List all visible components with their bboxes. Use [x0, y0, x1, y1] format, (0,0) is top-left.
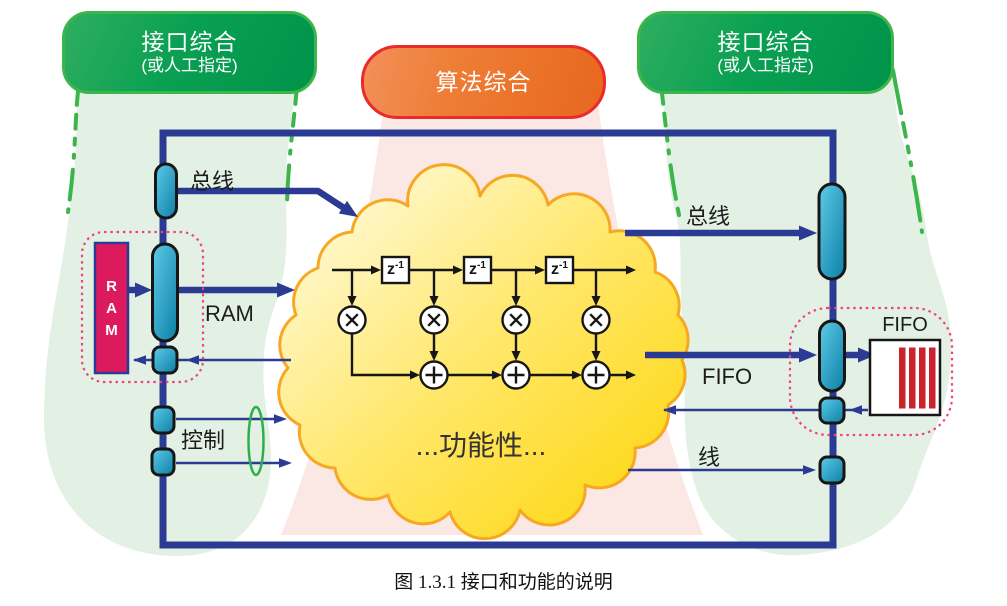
delay-blocks	[380, 255, 575, 285]
fifo-group-outline	[788, 306, 954, 437]
ram-block	[93, 241, 130, 375]
ram-label: RAM	[205, 301, 254, 326]
delay-exponent: -1	[477, 260, 486, 271]
thick-arrows	[128, 187, 859, 359]
ram-letter: A	[106, 299, 117, 317]
banner-title: 算法综合	[435, 68, 532, 95]
right-green-beam	[660, 50, 952, 556]
fir-filter-diagram	[332, 268, 626, 377]
thin-arrowheads	[133, 355, 862, 475]
delay-exponent: -1	[559, 260, 568, 271]
bus-label-right: 总线	[686, 204, 731, 229]
port-fifo-return	[818, 396, 846, 425]
delay-base: z	[551, 260, 560, 278]
filter-arrowheads	[347, 265, 636, 380]
interface-synthesis-banner-left: 接口综合 (或人工指定)	[62, 11, 317, 94]
control-bundle-ellipse	[247, 405, 265, 477]
bus-label-left: 总线	[190, 169, 235, 194]
delay-base: z	[387, 260, 396, 278]
figure-caption: 图 1.3.1 接口和功能的说明	[394, 572, 613, 593]
delay-block-label: z-1	[464, 256, 491, 283]
banner-title: 接口综合	[717, 29, 814, 55]
ram-letter: M	[105, 321, 118, 339]
multiplier-icon	[337, 305, 611, 335]
functionality-label: ...功能性...	[415, 430, 547, 461]
banner-subtitle: (或人工指定)	[717, 56, 814, 75]
fifo-label: FIFO	[702, 364, 753, 389]
port-ram	[151, 242, 179, 343]
fifo-stripes	[899, 347, 936, 409]
delay-exponent: -1	[395, 260, 404, 271]
banner-subtitle: (或人工指定)	[141, 56, 238, 75]
ram-group-outline	[80, 230, 205, 384]
interface-synthesis-banner-right: 接口综合 (或人工指定)	[637, 11, 894, 94]
delay-block-label: z-1	[382, 256, 409, 283]
control-label: 控制	[181, 428, 226, 453]
port-control-1	[150, 405, 176, 435]
thick-arrowheads	[135, 200, 876, 363]
ram-block-letters: R A M	[95, 243, 128, 373]
port-bus-left	[154, 162, 178, 220]
port-connectors	[150, 162, 847, 485]
fifo-block-label: FIFO	[882, 314, 928, 336]
delay-base: z	[469, 260, 478, 278]
banner-title: 接口综合	[141, 29, 238, 55]
port-wire	[818, 455, 846, 485]
port-control-2	[150, 447, 176, 477]
port-fifo	[818, 319, 846, 393]
port-ram-return	[151, 345, 179, 375]
adder-icon	[419, 360, 611, 390]
port-bus-right	[817, 182, 847, 281]
ram-letter: R	[106, 277, 117, 295]
delay-block-label: z-1	[546, 256, 573, 283]
wire-label: 线	[698, 445, 721, 470]
algorithm-synthesis-banner: 算法综合	[361, 45, 606, 119]
